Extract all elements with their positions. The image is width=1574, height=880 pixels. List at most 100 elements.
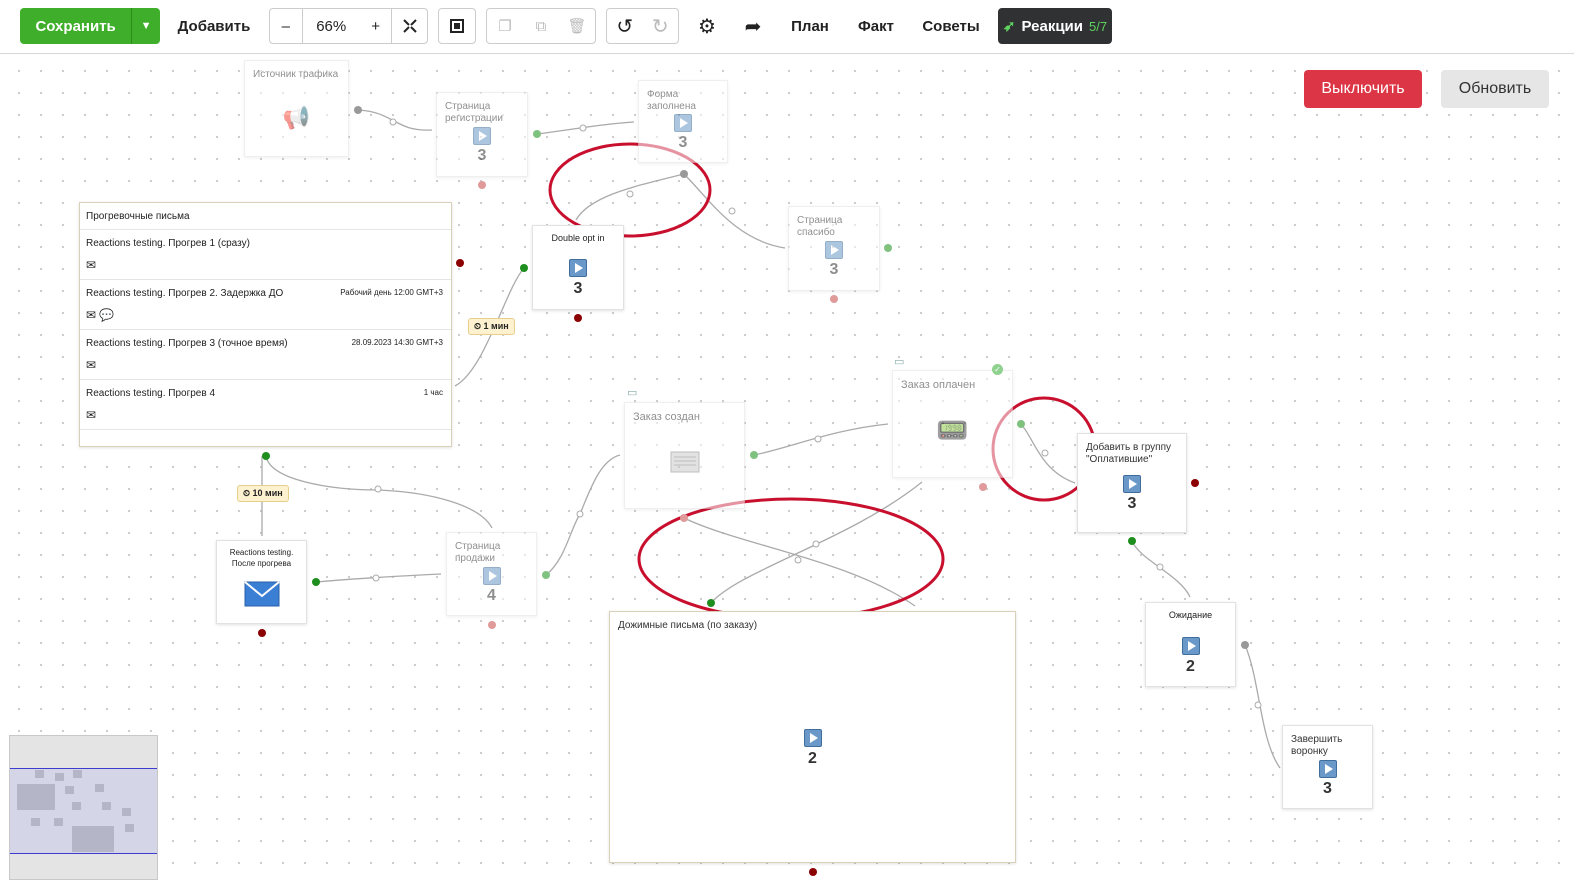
email-schedule: Рабочий день 12:00 GMT+3 xyxy=(340,288,443,297)
node-count: 2 xyxy=(1186,658,1195,675)
port-dot[interactable] xyxy=(488,621,496,629)
warmup-emails-node[interactable]: Прогревочные письма Reactions testing. П… xyxy=(79,202,452,447)
add-group-node[interactable]: Добавить в группу "Оплатившие" 3 xyxy=(1077,433,1187,533)
waiting-node[interactable]: Ожидание 2 xyxy=(1145,602,1236,687)
after-warmup-node[interactable]: Reactions testing. После прогрева xyxy=(216,540,307,624)
form-filled-node[interactable]: Форма заполнена 3 xyxy=(638,80,728,163)
envelope-icon: ✉ xyxy=(86,358,97,372)
minimap[interactable] xyxy=(9,735,158,880)
port-dot[interactable] xyxy=(1017,420,1025,428)
fact-button[interactable]: Факт xyxy=(858,17,894,35)
node-title: Форма заполнена xyxy=(647,89,696,112)
port-dot[interactable] xyxy=(456,259,464,267)
node-title: Страница спасибо xyxy=(797,215,843,238)
delay-label: 10 мин xyxy=(252,488,283,498)
redo-icon[interactable]: ↻ xyxy=(651,15,669,38)
zoom-in-button[interactable]: + xyxy=(371,17,381,35)
reg-page-node[interactable]: Страница регистрации 3 xyxy=(436,92,528,177)
reactions-label: Реакции xyxy=(1021,17,1084,35)
thanks-page-node[interactable]: Страница спасибо 3 xyxy=(788,206,880,291)
port-dot[interactable] xyxy=(533,130,541,138)
port-dot[interactable] xyxy=(1128,537,1136,545)
port-dot[interactable] xyxy=(1191,479,1199,487)
copy-icon[interactable]: ❐ xyxy=(498,18,512,35)
zoom-value[interactable]: 66% xyxy=(301,9,360,43)
order-created-node[interactable]: Заказ создан xyxy=(624,402,745,509)
port-dot[interactable] xyxy=(312,578,320,586)
save-button[interactable]: Сохранить xyxy=(35,17,116,35)
port-dot[interactable] xyxy=(979,483,987,491)
port-dot[interactable] xyxy=(542,571,550,579)
port-dot[interactable] xyxy=(258,629,266,637)
node-title: Заказ оплачен xyxy=(901,379,976,391)
video-icon: ▭ xyxy=(894,356,905,368)
share-icon[interactable]: ➦ xyxy=(744,15,762,38)
double-opt-in-node[interactable]: Double opt in 3 xyxy=(532,225,624,310)
node-title: Дожимные письма (по заказу) xyxy=(618,620,758,631)
node-title: Заказ создан xyxy=(633,411,700,423)
fit-screen-icon[interactable] xyxy=(391,9,427,43)
play-icon xyxy=(473,127,491,145)
port-dot[interactable] xyxy=(262,452,270,460)
delay-badge[interactable]: ⏲ 10 мин xyxy=(237,485,289,502)
port-dot[interactable] xyxy=(809,868,817,876)
traffic-source-node[interactable]: Источник трафика 📢 xyxy=(244,60,349,157)
frame-button[interactable] xyxy=(438,8,476,44)
port-dot[interactable] xyxy=(574,314,582,322)
undo-icon[interactable]: ↺ xyxy=(616,15,634,38)
sales-page-node[interactable]: Страница продажи 4 xyxy=(446,532,537,616)
node-count: 3 xyxy=(1127,495,1137,512)
trash-icon[interactable]: 🗑 xyxy=(567,18,587,35)
play-icon xyxy=(569,259,587,277)
port-dot[interactable] xyxy=(884,244,892,252)
envelope-icon: ✉ xyxy=(86,408,97,422)
edit-group: ❐ ⧉ 🗑 xyxy=(486,8,596,44)
port-dot[interactable] xyxy=(520,264,528,272)
node-title: Прогревочные письма xyxy=(86,211,190,222)
add-button[interactable]: Добавить xyxy=(177,17,251,35)
refresh-button[interactable]: Обновить xyxy=(1441,70,1549,108)
envelope-icon xyxy=(243,581,280,607)
annotation-ellipse-1 xyxy=(548,142,712,238)
payment-terminal-icon: 📟 xyxy=(936,415,969,445)
envelope-icon: ✉ xyxy=(86,258,97,272)
node-title: Reactions testing. После прогрева xyxy=(229,548,294,568)
port-dot[interactable] xyxy=(680,170,688,178)
chevron-down-icon[interactable]: ▼ xyxy=(131,8,160,44)
order-paid-node[interactable]: Заказ оплачен 📟 xyxy=(892,370,1013,478)
port-dot[interactable] xyxy=(354,106,362,114)
email-row[interactable]: Reactions testing. Прогрев 1 (сразу) ✉ xyxy=(80,230,451,280)
delay-badge[interactable]: ⏲ 1 мин xyxy=(468,318,515,335)
history-group: ↺ ↻ xyxy=(606,8,679,44)
reactions-count: 5/7 xyxy=(1089,18,1108,34)
reactions-button[interactable]: ➶ Реакции 5/7 xyxy=(998,8,1112,44)
gear-icon[interactable]: ⚙ xyxy=(698,15,716,38)
play-icon xyxy=(803,729,822,747)
order-list-icon xyxy=(670,451,699,473)
zoom-out-button[interactable]: – xyxy=(281,17,290,35)
email-schedule: 1 час xyxy=(423,388,443,397)
disable-button[interactable]: Выключить xyxy=(1304,70,1422,108)
port-dot[interactable] xyxy=(680,514,688,522)
port-dot[interactable] xyxy=(830,295,838,303)
tips-button[interactable]: Советы xyxy=(922,17,980,35)
save-split-button[interactable]: Сохранить ▼ xyxy=(20,8,160,44)
email-label: Reactions testing. Прогрев 4 xyxy=(86,388,215,399)
port-dot[interactable] xyxy=(1241,641,1249,649)
node-title: Завершить воронку xyxy=(1291,734,1343,757)
port-dot[interactable] xyxy=(750,451,758,459)
email-row[interactable]: Reactions testing. Прогрев 3 (точное вре… xyxy=(80,330,451,380)
followup-emails-node[interactable]: Дожимные письма (по заказу) 2 xyxy=(609,611,1016,863)
paste-icon[interactable]: ⧉ xyxy=(535,17,547,35)
play-icon xyxy=(1181,637,1200,655)
node-title: Страница продажи xyxy=(455,541,501,564)
finish-funnel-node[interactable]: Завершить воронку 3 xyxy=(1282,725,1373,809)
node-title: Страница регистрации xyxy=(445,101,503,124)
email-row[interactable]: Reactions testing. Прогрев 2. Задержка Д… xyxy=(80,280,451,330)
port-dot[interactable] xyxy=(478,181,486,189)
node-count: 3 xyxy=(477,147,487,164)
port-dot[interactable] xyxy=(707,599,715,607)
email-row[interactable]: Reactions testing. Прогрев 4 1 час ✉ xyxy=(80,380,451,430)
video-icon: ▭ xyxy=(627,387,638,399)
plan-button[interactable]: План xyxy=(791,17,829,35)
